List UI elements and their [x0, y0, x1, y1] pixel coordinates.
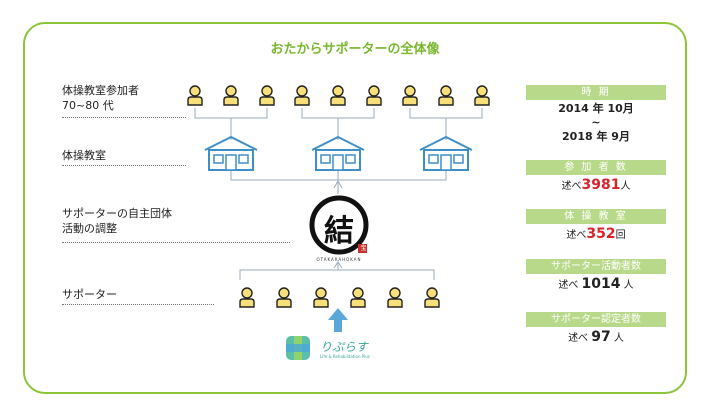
person-icon — [330, 85, 346, 106]
participants-label: 体操教室参加者 70~80 代 — [62, 84, 139, 112]
supporter-label: サポーター — [62, 288, 117, 301]
period-header: 時 期 — [526, 85, 666, 100]
person-icon — [313, 287, 329, 308]
outer-frame — [23, 22, 687, 394]
person-icon — [239, 287, 255, 308]
otakara-logo-icon — [309, 195, 369, 255]
person-icon — [350, 287, 366, 308]
classrooms-header: 体 操 教 室 — [526, 209, 666, 224]
participant-icons — [187, 85, 490, 106]
period-end: 2018 年 9月 — [562, 130, 630, 143]
classrooms-value: 352 — [586, 226, 616, 242]
period-start: 2014 年 10月 — [558, 102, 634, 115]
person-icon — [223, 85, 239, 106]
person-icon — [187, 85, 203, 106]
riplus-tagline: Life & Rehabilitation Plus — [320, 354, 370, 359]
active-supporters-value: 1014 — [581, 276, 621, 292]
house-connectors — [230, 171, 447, 194]
participant-connectors — [194, 108, 483, 140]
participants-header: 参 加 者 数 — [526, 160, 666, 175]
logo-caption: OTAKARAHOKAN — [316, 257, 362, 262]
riplus-name: りぷらす — [320, 340, 368, 354]
up-arrow-icon — [328, 308, 348, 332]
diagram-title: おたからサポーターの全体像 — [270, 42, 440, 57]
logo-glyph: 結 — [324, 214, 354, 249]
person-icon — [276, 287, 292, 308]
supporter-connectors — [239, 261, 435, 280]
supporter-dotline — [62, 304, 214, 305]
person-icon — [259, 85, 275, 106]
certified-supporters-panel: サポーター認定者数 述べ 97 人 — [526, 312, 666, 345]
active-supporters-header: サポーター活動者数 — [526, 259, 666, 274]
self-group-label: サポーターの自主団体 活動の調整 — [62, 207, 172, 235]
participants-panel: 参 加 者 数 述べ3981人 — [526, 160, 666, 193]
certified-supporters-header: サポーター認定者数 — [526, 312, 666, 327]
person-icon — [438, 85, 454, 106]
self-group-dotline — [62, 242, 290, 243]
period-tilde: ~ — [591, 116, 601, 129]
classrooms-panel: 体 操 教 室 述べ352回 — [526, 209, 666, 242]
participants-dotline — [62, 117, 186, 118]
active-supporters-panel: サポーター活動者数 述べ 1014 人 — [526, 259, 666, 292]
classroom-dotline — [62, 165, 186, 166]
person-icon — [294, 85, 310, 106]
supporter-icons — [239, 287, 440, 308]
riplus-logo-icon — [286, 336, 310, 360]
logo-seal: 宝 — [360, 245, 367, 252]
house-icon — [204, 136, 258, 171]
person-icon — [366, 85, 382, 106]
person-icon — [474, 85, 490, 106]
house-icon — [419, 136, 473, 171]
person-icon — [424, 287, 440, 308]
person-icon — [387, 287, 403, 308]
classroom-label: 体操教室 — [62, 149, 106, 162]
participants-value: 3981 — [581, 177, 621, 193]
house-icon — [311, 136, 365, 171]
person-icon — [402, 85, 418, 106]
period-panel: 時 期 2014 年 10月 ~ 2018 年 9月 — [526, 85, 666, 144]
certified-supporters-value: 97 — [591, 329, 611, 345]
